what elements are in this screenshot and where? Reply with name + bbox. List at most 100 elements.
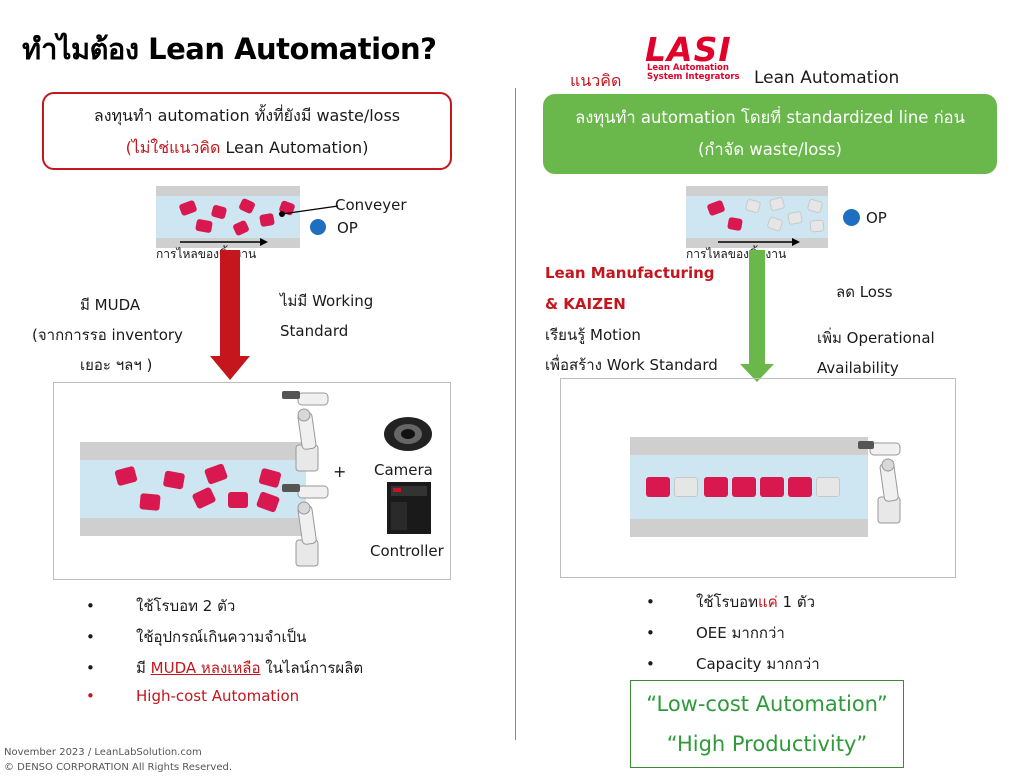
controller-icon <box>387 482 431 534</box>
part-good <box>816 477 840 497</box>
camera-label: Camera <box>374 461 433 479</box>
right-header-prefix: แนวคิด <box>570 71 622 90</box>
lasi-sub-line2: System Integrators <box>647 72 740 82</box>
left-concept-box: ลงทุนทำ automation ทั้งที่ยังมี waste/lo… <box>42 92 452 170</box>
muda-line2: (จากการรอ inventory <box>32 326 183 344</box>
bullet-pre: มี <box>136 659 151 677</box>
green-down-arrow <box>740 250 774 382</box>
motion-line2: เพื่อสร้าง Work Standard <box>545 356 718 374</box>
op-dot-left <box>310 219 326 235</box>
page-title: ทำไมต้อง Lean Automation? <box>22 32 437 66</box>
availability-line1: เพิ่ม Operational <box>817 329 935 347</box>
part-good <box>768 196 786 212</box>
red-down-arrow <box>210 250 250 380</box>
right-header-suffix: Lean Automation <box>754 68 900 88</box>
right-result-frame <box>560 378 956 578</box>
lasi-sub-line1: Lean Automation <box>647 63 729 73</box>
part <box>258 467 282 489</box>
part <box>255 491 281 513</box>
op-label-right: OP <box>866 209 887 227</box>
lean-line2: & KAIZEN <box>545 295 626 313</box>
left-box-line1: ลงทุนทำ automation ทั้งที่ยังมี waste/lo… <box>93 106 401 125</box>
bullet-text: High-cost Automation <box>136 687 300 705</box>
standard-line1: ไม่มี Working <box>280 292 374 310</box>
availability-line2: Availability <box>817 359 899 377</box>
left-bullet-list: •ใช้โรบอท 2 ตัว •ใช้อุปกรณ์เกินความจำเป็… <box>86 594 363 718</box>
robot-arm-icon <box>858 441 901 524</box>
left-result-frame <box>53 382 451 580</box>
muda-line1: มี MUDA <box>80 296 141 314</box>
standard-note: ไม่มี Working Standard <box>280 286 373 346</box>
list-item: •ใช้โรบอท 2 ตัว <box>86 597 236 615</box>
quote-line2: “High Productivity” <box>666 732 868 756</box>
part <box>704 477 728 497</box>
part <box>706 199 726 217</box>
list-item: •ใช้โรบอทแค่ 1 ตัว <box>646 593 815 611</box>
left-conveyor-big <box>80 442 306 536</box>
motion-note: เรียนรู้ Motion เพื่อสร้าง Work Standard <box>545 320 718 380</box>
list-item: •High-cost Automation <box>86 687 300 705</box>
right-box-line1: ลงทุนทำ automation โดยที่ standardized l… <box>575 108 965 127</box>
bullet-text: OEE มากกว่า <box>696 624 785 642</box>
op-dot-right <box>843 209 860 226</box>
robot-arm-icon <box>282 484 329 567</box>
column-divider <box>515 88 516 740</box>
left-box-line2: (ไม่ใช่แนวคิด Lean Automation) <box>44 132 450 164</box>
part <box>732 477 756 497</box>
standard-line2: Standard <box>280 322 349 340</box>
bullet-text: Capacity มากกว่า <box>696 655 820 673</box>
part <box>760 477 784 497</box>
part <box>162 470 186 490</box>
part <box>788 477 812 497</box>
bullet-pre: ใช้โรบอท <box>696 593 759 611</box>
part <box>228 492 248 508</box>
right-flow-arrow <box>718 238 800 246</box>
part-good <box>744 198 762 214</box>
part-good <box>787 210 803 226</box>
left-small-annotations <box>180 205 339 246</box>
list-item: •ใช้อุปกรณ์เกินความจำเป็น <box>86 628 307 646</box>
quote-box: “Low-cost Automation” “High Productivity… <box>630 680 904 768</box>
list-item: •OEE มากกว่า <box>646 624 785 642</box>
part <box>646 477 670 497</box>
muda-note: มี MUDA (จากการรอ inventory เยอะ ฯลฯ ) <box>32 290 183 380</box>
lean-kaizen-note: Lean Manufacturing & KAIZEN <box>545 258 715 320</box>
right-bullet-list: •ใช้โรบอทแค่ 1 ตัว •OEE มากกว่า •Capacit… <box>646 590 820 683</box>
availability-note: เพิ่ม Operational Availability <box>817 323 935 383</box>
left-box-line2-red: (ไม่ใช่แนวคิด <box>125 138 221 157</box>
part <box>139 493 161 511</box>
footer-line2: © DENSO CORPORATION All Rights Reserved. <box>4 762 232 773</box>
part-good <box>674 477 698 497</box>
right-box-line2: (กำจัด waste/loss) <box>697 140 842 159</box>
quote-line1: “Low-cost Automation” <box>646 692 888 716</box>
op-label-left: OP <box>337 219 358 237</box>
left-box-line2-rest: Lean Automation) <box>220 138 369 157</box>
bullet-post: ในไลน์การผลิต <box>260 659 364 677</box>
right-conveyor-big <box>630 437 868 537</box>
motion-line1: เรียนรู้ Motion <box>545 326 641 344</box>
list-item: •มี MUDA หลงเหลือ ในไลน์การผลิต <box>86 659 364 677</box>
bullet-text: ใช้โรบอท 2 ตัว <box>136 597 236 615</box>
bullet-post: 1 ตัว <box>777 593 815 611</box>
muda-line3: เยอะ ฯลฯ ) <box>80 356 153 374</box>
plus-sign: + <box>333 462 347 481</box>
lean-line1: Lean Manufacturing <box>545 264 715 282</box>
controller-label: Controller <box>370 542 444 560</box>
left-conveyor-small <box>156 186 300 248</box>
robot-arm-icon <box>282 391 329 472</box>
footer-line1: November 2023 / LeanLabSolution.com <box>4 747 202 758</box>
right-concept-box: ลงทุนทำ automation โดยที่ standardized l… <box>543 94 997 174</box>
part <box>191 486 217 510</box>
lasi-logo: LASI <box>645 30 732 69</box>
part-good <box>809 219 825 233</box>
part-good <box>766 215 784 233</box>
part <box>203 463 229 485</box>
bullet-red: MUDA หลงเหลือ <box>150 659 261 677</box>
camera-icon <box>384 417 432 451</box>
right-conveyor-small <box>686 186 828 248</box>
part-good <box>806 198 824 214</box>
bullet-text: ใช้อุปกรณ์เกินความจำเป็น <box>136 628 307 646</box>
part <box>727 216 743 232</box>
conveyer-label: Conveyer <box>335 196 407 214</box>
loss-note: ลด Loss <box>836 283 893 301</box>
